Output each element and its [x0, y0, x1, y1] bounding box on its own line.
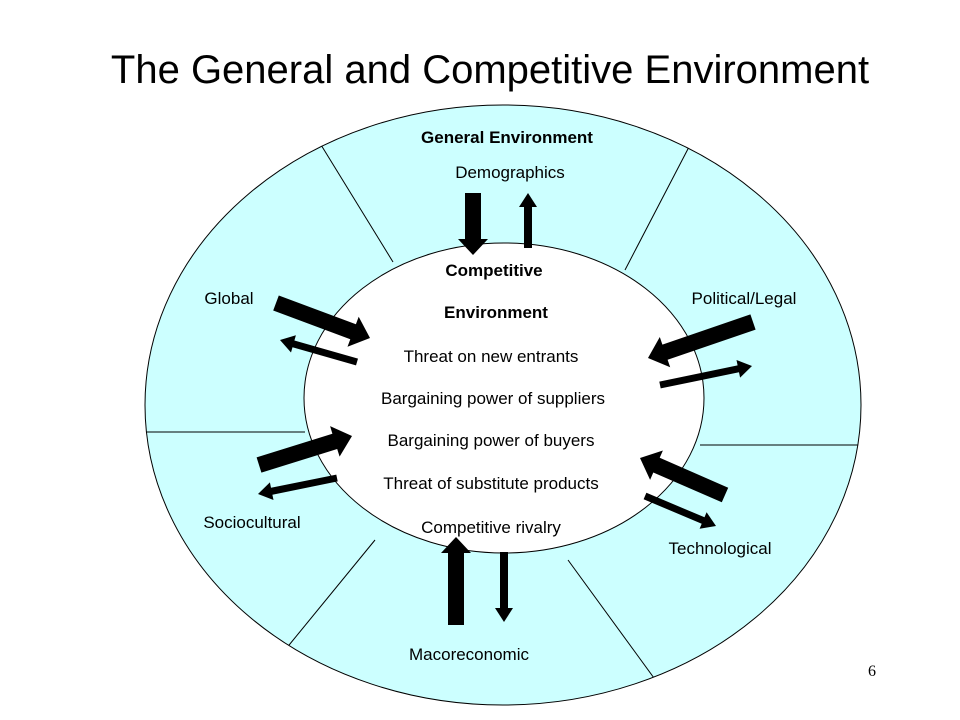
sociocultural-inward-arrow [256, 426, 352, 473]
global-inward-arrow [273, 295, 370, 347]
global-label: Global [204, 289, 253, 308]
political-legal-label: Political/Legal [692, 289, 797, 308]
sociocultural-label: Sociocultural [203, 513, 300, 532]
technological-inward-arrow [640, 450, 729, 503]
demographics-outward-arrow [519, 193, 537, 248]
technological-label: Technological [668, 539, 771, 558]
demographics-inward-arrow [458, 193, 488, 255]
segment-dividers [145, 139, 860, 701]
general-environment-label: General Environment [421, 128, 593, 147]
macroeconomic-label: Macoreconomic [409, 645, 529, 664]
inner-item-substitutes: Threat of substitute products [383, 474, 598, 493]
arrows [256, 193, 756, 625]
competitive-heading-line1: Competitive [445, 261, 542, 280]
slide-title: The General and Competitive Environment [110, 48, 870, 92]
divider-line [624, 144, 691, 271]
political-outward-arrow [659, 360, 752, 389]
inner-item-suppliers: Bargaining power of suppliers [381, 389, 605, 408]
technological-outward-arrow [643, 492, 716, 529]
competitive-heading-line2: Environment [444, 303, 548, 322]
inner-item-rivalry: Competitive rivalry [421, 518, 561, 537]
inner-item-buyers: Bargaining power of buyers [388, 431, 595, 450]
page-number: 6 [868, 663, 876, 680]
macroeconomic-inward-arrow [441, 537, 471, 625]
demographics-label: Demographics [455, 163, 565, 182]
divider-line [567, 559, 671, 701]
global-outward-arrow [280, 335, 358, 366]
inner-item-new-entrants: Threat on new entrants [404, 347, 579, 366]
sociocultural-outward-arrow [258, 474, 338, 500]
macroeconomic-outward-arrow [495, 552, 513, 622]
political-inward-arrow [648, 314, 756, 368]
divider-line [317, 139, 394, 263]
divider-line [284, 539, 376, 651]
